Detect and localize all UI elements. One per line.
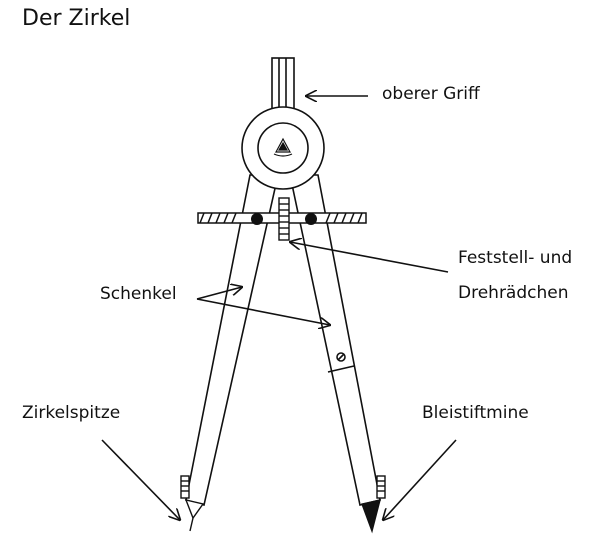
needle-point (180, 475, 205, 532)
arrow-schenkel-left (196, 287, 242, 300)
label-schenkel: Schenkel (100, 284, 177, 304)
adjusting-wheel (278, 197, 290, 241)
pivot-left (251, 213, 263, 225)
pencil-lead (361, 475, 386, 534)
left-leg (185, 174, 279, 506)
arrow-bleistiftmine (383, 439, 457, 520)
label-oberer-griff: oberer Griff (382, 84, 480, 104)
arrow-schenkel-right (196, 298, 330, 325)
diagram-title: Der Zirkel (22, 6, 131, 31)
upper-handle (271, 57, 295, 123)
pivot-right (305, 213, 317, 225)
label-feststell-line2: Drehrädchen (458, 283, 569, 303)
arrow-zirkelspitze (101, 439, 180, 520)
compass-logo-icon (273, 137, 293, 157)
label-feststell-line1: Feststell- und (458, 248, 573, 268)
label-bleistiftmine: Bleistiftmine (422, 403, 529, 423)
right-leg (289, 174, 381, 506)
label-zirkelspitze: Zirkelspitze (22, 403, 121, 423)
arrow-feststell (290, 242, 449, 273)
